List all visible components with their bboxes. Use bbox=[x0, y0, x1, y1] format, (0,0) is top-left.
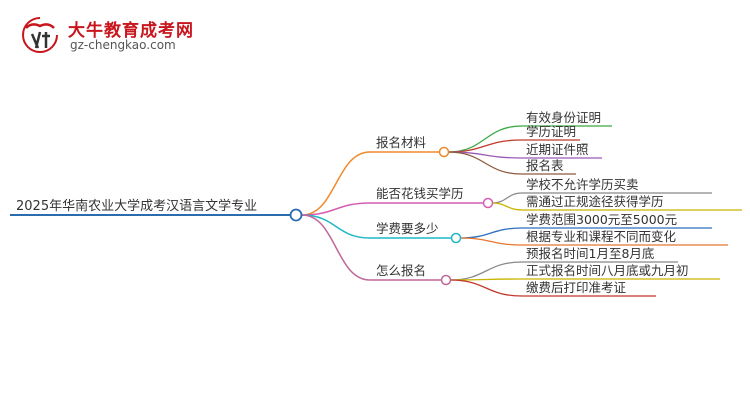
site-logo[interactable]: 大牛教育成考网 gz-chengkao.com bbox=[18, 14, 193, 60]
branch-connector bbox=[301, 202, 371, 216]
branch-junction[interactable] bbox=[438, 146, 450, 158]
leaf-connector bbox=[459, 237, 523, 246]
leaf-connector bbox=[447, 139, 523, 153]
leaf-node[interactable]: 有效身份证明 bbox=[526, 110, 601, 125]
logo-url: gz-chengkao.com bbox=[70, 38, 176, 52]
root-node[interactable]: 2025年华南农业大学成考汉语言文学专业 bbox=[16, 198, 257, 214]
branch-node[interactable]: 怎么报名 bbox=[376, 263, 426, 278]
leaf-connector bbox=[449, 261, 523, 281]
leaf-node[interactable]: 根据专业和课程不同而变化 bbox=[526, 229, 677, 244]
leaf-node[interactable]: 近期证件照 bbox=[526, 142, 589, 157]
leaf-node[interactable]: 缴费后打印准考证 bbox=[526, 280, 627, 295]
branch-junction[interactable] bbox=[450, 232, 462, 244]
leaf-node[interactable]: 学历证明 bbox=[526, 124, 576, 139]
branch-node[interactable]: 学费要多少 bbox=[376, 221, 439, 236]
branch-connector bbox=[301, 151, 371, 216]
branch-connector bbox=[301, 214, 371, 281]
branch-node[interactable]: 能否花钱买学历 bbox=[376, 186, 464, 201]
leaf-node[interactable]: 预报名时间1月至8月底 bbox=[526, 246, 654, 261]
leaf-node[interactable]: 需通过正规途径获得学历 bbox=[526, 194, 664, 209]
leaf-connector bbox=[491, 202, 523, 211]
leaf-node[interactable]: 学校不允许学历买卖 bbox=[526, 177, 639, 192]
leaf-node[interactable]: 报名表 bbox=[526, 158, 564, 173]
leaf-connector bbox=[447, 125, 523, 153]
leaf-node[interactable]: 学费范围3000元至5000元 bbox=[526, 212, 677, 227]
leaf-node[interactable]: 正式报名时间八月底或九月初 bbox=[526, 263, 689, 278]
leaf-connector bbox=[449, 279, 523, 297]
branch-node[interactable]: 报名材料 bbox=[376, 135, 427, 150]
leaf-connector bbox=[459, 227, 523, 239]
branch-junction[interactable] bbox=[482, 197, 494, 209]
bull-logo-icon bbox=[22, 17, 58, 53]
root-junction[interactable] bbox=[289, 208, 303, 222]
leaf-connector bbox=[447, 151, 523, 175]
branch-connector bbox=[301, 214, 371, 239]
leaf-connector bbox=[491, 192, 523, 204]
logo-title: 大牛教育成考网 bbox=[68, 21, 194, 41]
branch-junction[interactable] bbox=[440, 274, 452, 286]
